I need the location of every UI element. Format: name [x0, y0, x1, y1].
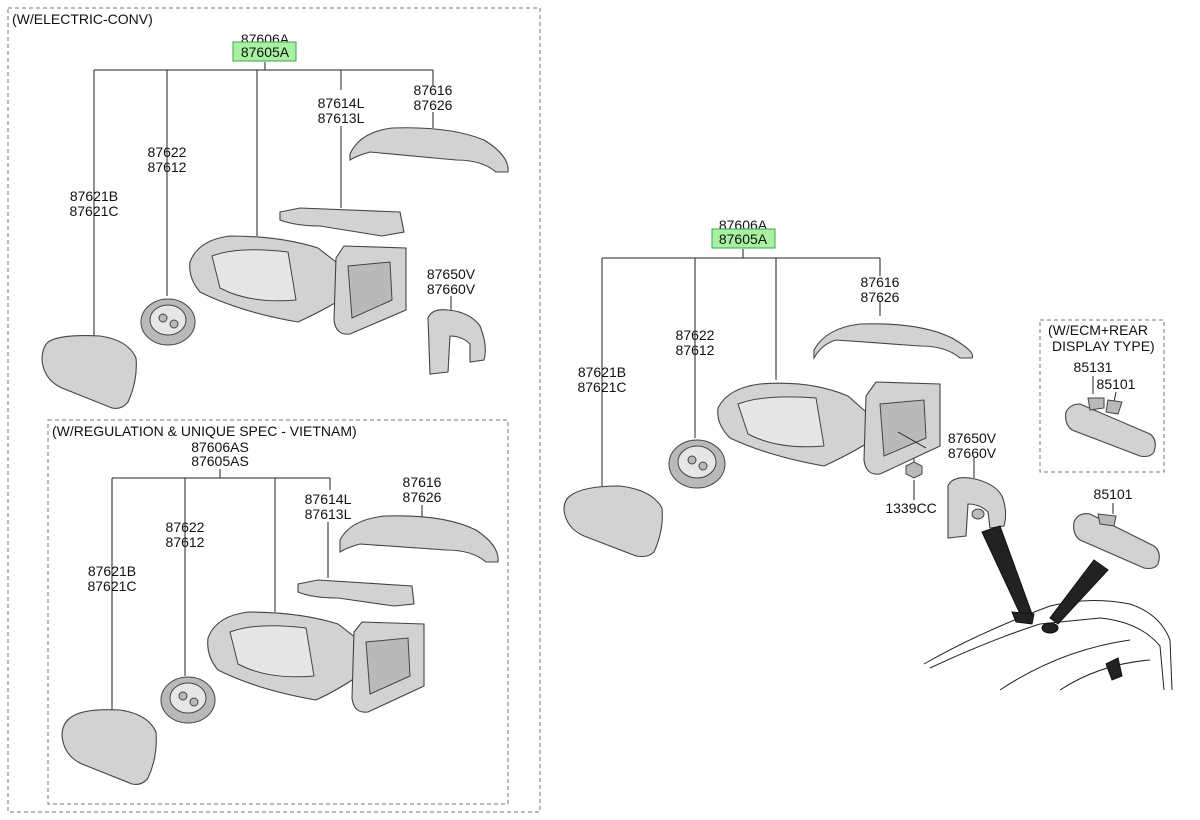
e-base-plate	[347, 261, 393, 319]
m-actuator-code-a[interactable]: 87622	[676, 327, 715, 343]
v-glass-code-a[interactable]: 87621B	[88, 563, 136, 579]
v-cover-code-a[interactable]: 87616	[403, 474, 442, 490]
e-assy-highlight	[232, 41, 297, 62]
car-roof-outline	[923, 599, 1173, 691]
v-side-lamp[interactable]	[297, 579, 415, 607]
m-leader-tree	[601, 249, 881, 486]
v-actuator-code-b[interactable]: 87612	[166, 534, 205, 550]
car-body-lines	[999, 639, 1151, 691]
m-inner-cover-hole	[971, 508, 985, 520]
e-inner-cover[interactable]	[427, 309, 486, 375]
ecm-mirror-code[interactable]: 85101	[1097, 376, 1136, 392]
section-ecm-title-line1: (W/ECM+REAR	[1048, 322, 1148, 338]
v-leader-tree	[111, 469, 331, 716]
v-base-plate	[365, 637, 411, 695]
m-cover-code-a[interactable]: 87616	[861, 274, 900, 290]
section-vietnam: (W/REGULATION & UNIQUE SPEC - VIETNAM) 8…	[47, 419, 509, 805]
section-electric-title: (W/ELECTRIC-CONV)	[12, 11, 153, 27]
v-cover-code-b[interactable]: 87626	[403, 489, 442, 505]
car-side-mirror-mark	[1011, 611, 1035, 625]
m-nut-code[interactable]: 1339CC	[885, 500, 936, 516]
e-inner-code-b[interactable]: 87660V	[427, 281, 476, 297]
e-leader-tree	[93, 62, 434, 340]
rear-mirror[interactable]	[1073, 513, 1160, 570]
section-vietnam-frame	[47, 419, 509, 805]
m-nut[interactable]	[905, 461, 923, 479]
v-glass-code-b[interactable]: 87621C	[87, 578, 136, 594]
e-mirror-glass[interactable]	[41, 335, 137, 409]
section-ecm-title-line2: DISPLAY TYPE)	[1052, 338, 1155, 354]
section-ecm: (W/ECM+REAR DISPLAY TYPE) 85131 85101	[1039, 319, 1165, 473]
e-actuator[interactable]	[140, 298, 196, 346]
car-right-mirror-mark	[1105, 657, 1123, 681]
e-cover-code-a[interactable]: 87616	[414, 82, 453, 98]
m-actuator-code-b[interactable]: 87612	[676, 342, 715, 358]
pointer-arrow-side-mirror	[981, 525, 1033, 619]
m-inner-cover[interactable]	[947, 477, 1007, 539]
section-electric: (W/ELECTRIC-CONV) 87606A 87605A 87621B 8…	[7, 7, 541, 813]
m-cover-code-b[interactable]: 87626	[861, 289, 900, 305]
m-assy-code-b[interactable]: 87605A	[719, 231, 768, 247]
ecm-cover-code[interactable]: 85131	[1074, 359, 1113, 375]
rear-mirror-group: 85101	[1073, 486, 1160, 570]
section-vietnam-title: (W/REGULATION & UNIQUE SPEC - VIETNAM)	[52, 423, 357, 439]
v-assy-code-a[interactable]: 87606AS	[191, 439, 249, 455]
e-scalp-cover[interactable]	[349, 127, 509, 173]
rear-mirror-code[interactable]: 85101	[1094, 486, 1133, 502]
v-lamp-code-a[interactable]: 87614L	[305, 491, 352, 507]
ecm-mirror-cover[interactable]	[1087, 397, 1105, 411]
section-main: 87606A 87605A 87621B 87621C 87622 87612 …	[563, 217, 1007, 558]
m-housing-interior	[737, 396, 825, 448]
e-side-lamp[interactable]	[279, 207, 405, 237]
e-actuator-code-b[interactable]: 87612	[148, 159, 187, 175]
e-lamp-code-a[interactable]: 87614L	[318, 95, 365, 111]
e-lamp-code-b[interactable]: 87613L	[318, 110, 365, 126]
ecm-rear-mirror[interactable]	[1065, 403, 1156, 458]
pointer-arrow-rear-mirror	[1049, 559, 1109, 625]
e-housing-interior	[211, 249, 297, 302]
v-mirror-glass[interactable]	[61, 709, 157, 785]
v-lamp-code-b[interactable]: 87613L	[305, 506, 352, 522]
e-glass-code-b[interactable]: 87621C	[69, 203, 118, 219]
v-housing-interior	[229, 625, 315, 678]
e-actuator-code-a[interactable]: 87622	[148, 144, 187, 160]
section-ecm-frame	[1039, 319, 1165, 473]
car-rear-mirror-mark	[1041, 622, 1059, 634]
v-leader-branches	[327, 505, 423, 578]
v-actuator-code-a[interactable]: 87622	[166, 519, 205, 535]
e-cover-code-b[interactable]: 87626	[414, 97, 453, 113]
e-glass-code-a[interactable]: 87621B	[70, 188, 118, 204]
section-electric-frame	[7, 7, 541, 813]
m-scalp-cover[interactable]	[813, 323, 974, 361]
m-glass-code-a[interactable]: 87621B	[578, 364, 626, 380]
m-glass-code-b[interactable]: 87621C	[577, 379, 626, 395]
m-base-bolt	[897, 431, 927, 449]
m-mirror-glass[interactable]	[563, 485, 663, 558]
rear-mirror-mount	[1097, 513, 1117, 527]
m-actuator[interactable]	[668, 439, 726, 489]
car-window-outline	[929, 617, 1165, 691]
m-inner-code-a[interactable]: 87650V	[948, 430, 997, 446]
m-inner-code-b[interactable]: 87660V	[948, 445, 997, 461]
m-leader-branches	[879, 302, 975, 500]
v-actuator[interactable]	[160, 676, 216, 724]
ecm-mirror-mount	[1105, 399, 1123, 415]
m-assy-highlight	[711, 228, 776, 249]
v-assy-code-b[interactable]: 87605AS	[191, 453, 249, 469]
e-inner-code-a[interactable]: 87650V	[427, 266, 476, 282]
ecm-leaders	[1092, 376, 1117, 403]
v-scalp-cover[interactable]	[339, 515, 499, 563]
car-locator	[923, 525, 1173, 691]
e-assy-code-b[interactable]: 87605A	[241, 44, 290, 60]
